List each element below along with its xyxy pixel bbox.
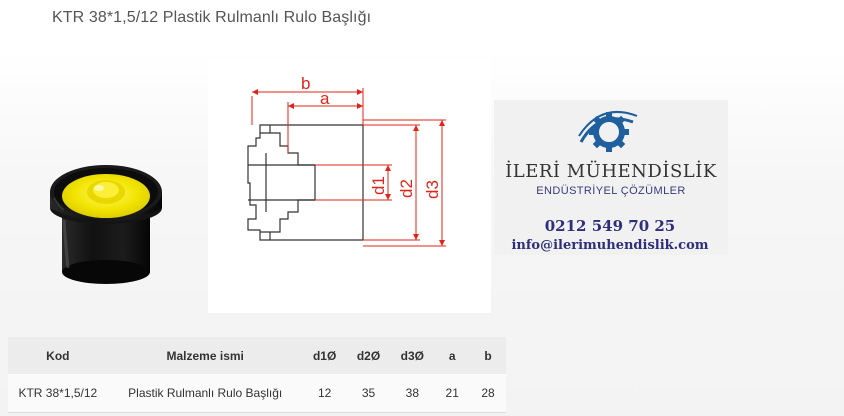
cell-d1: 12 [302,374,347,413]
column-header-b: b [484,348,492,363]
cell-kod: KTR 38*1,5/12 [8,374,108,413]
column-header-a: a [448,348,456,363]
part-outline [247,124,364,241]
company-logo-card: İLERİ MÜHENDİSLİK ENDÜSTRİYEL ÇÖZÜMLER 0… [494,100,728,255]
cell-a: 21 [434,374,471,413]
column-header-d1: d1Ø [312,348,337,363]
dim-label-d1: d1 [369,176,388,195]
column-header-d2: d2Ø [356,348,381,363]
dim-label-d3: d3 [423,180,442,199]
company-email: info@ilerimuhendislik.com [511,238,708,253]
gear-icon [578,111,638,152]
table-row: KTR 38*1,5/12 Plastik Rulmanlı Rulo Başl… [8,374,506,413]
dimension-arrows [252,89,445,246]
column-header-kod: Kod [46,348,70,363]
company-name: İLERİ MÜHENDİSLİK [505,159,717,182]
cell-d3: 38 [390,374,435,413]
dim-label-b: b [301,74,310,93]
column-header-d3: d3Ø [400,348,425,363]
dim-label-a: a [320,89,330,108]
technical-drawing: b a d1 d2 d3 [208,58,491,313]
spec-table: Kod Malzeme ismi d1Ø d2Ø d3Ø a b KTR 38*… [8,337,506,413]
table-header-row: Kod Malzeme ismi d1Ø d2Ø d3Ø a b [8,337,506,374]
cell-b: 28 [470,374,506,413]
cell-d2: 35 [346,374,391,413]
product-photo [44,150,168,290]
column-header-malzeme-ismi: Malzeme ismi [166,348,244,363]
company-phone: 0212 549 70 25 [545,217,675,235]
dimension-lines [251,88,446,247]
dim-label-d2: d2 [397,179,416,198]
page-title: KTR 38*1,5/12 Plastik Rulmanlı Rulo Başl… [52,9,372,26]
cell-malzeme-ismi: Plastik Rulmanlı Rulo Başlığı [107,374,303,413]
company-tagline: ENDÜSTRİYEL ÇÖZÜMLER [536,184,685,197]
